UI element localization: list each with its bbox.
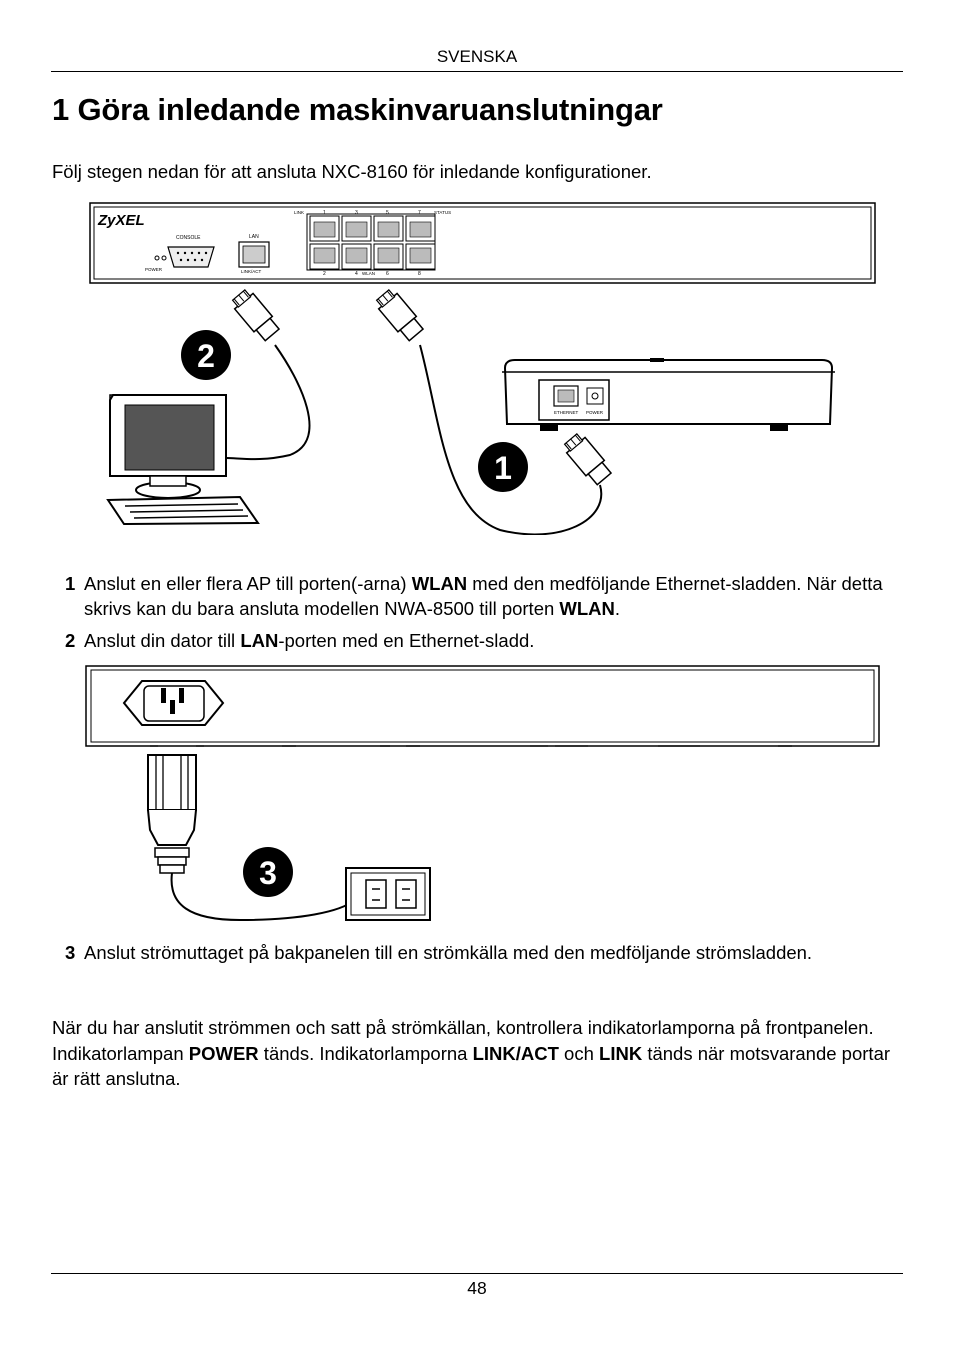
svg-text:8: 8: [418, 271, 421, 277]
switch-front-panel: ZyXEL CONSOLE POWER LAN LINK/ACT LINK ST…: [89, 202, 876, 284]
callout-2: 2: [181, 330, 231, 380]
step-number: 1: [65, 573, 76, 594]
page-title: 1 Göra inledande maskinvaruanslutningar: [52, 92, 663, 127]
switch-back-panel: [85, 665, 880, 747]
computer: [106, 394, 260, 526]
power-label: POWER: [145, 267, 163, 272]
step-number: 2: [65, 630, 76, 651]
step-text: Anslut strömuttaget på bakpanelen till e…: [84, 942, 813, 963]
wall-outlet: [345, 867, 431, 921]
svg-text:STATUS: STATUS: [434, 210, 451, 215]
svg-text:2: 2: [197, 338, 215, 374]
svg-text:POWER: POWER: [586, 410, 604, 415]
wlan-cable: [419, 344, 603, 535]
power-diagram: 3: [85, 665, 880, 922]
page-header-language: SVENSKA: [436, 47, 518, 66]
rj45-plug-wlan: [375, 289, 425, 342]
intro-text: Följ stegen nedan för att ansluta NXC-81…: [52, 161, 652, 182]
step-number: 3: [65, 942, 76, 963]
rj45-plug-lan: [231, 289, 281, 342]
svg-text:4: 4: [355, 271, 358, 277]
connection-diagram: ZyXEL CONSOLE POWER LAN LINK/ACT LINK ST…: [89, 202, 876, 535]
power-led: [154, 255, 160, 261]
power-cable: [170, 872, 356, 922]
console-port: [167, 246, 215, 268]
wlan-label: WLAN: [362, 271, 375, 276]
svg-text:ETHERNET: ETHERNET: [554, 410, 579, 415]
link-act-label: LINK/ACT: [241, 269, 262, 274]
callout-3: 3: [243, 847, 293, 897]
closing-paragraph: När du har anslutit strömmen och satt på…: [52, 1017, 891, 1089]
console-label: CONSOLE: [176, 235, 201, 241]
wlan-ports: [306, 213, 436, 271]
step-text: Anslut en eller flera AP till porten(-ar…: [84, 573, 883, 619]
page-number: 48: [467, 1278, 487, 1298]
svg-text:7: 7: [418, 210, 421, 216]
svg-text:3: 3: [355, 210, 358, 216]
header-rule: [51, 71, 903, 72]
brand-logo: ZyXEL: [97, 212, 145, 229]
svg-text:2: 2: [323, 271, 326, 277]
access-point: ETHERNET POWER: [502, 358, 835, 431]
svg-text:5: 5: [386, 210, 389, 216]
step-text: Anslut din dator till LAN-porten med en …: [84, 630, 535, 651]
callout-1: 1: [478, 442, 528, 492]
footer-rule: [51, 1273, 903, 1274]
svg-text:LINK: LINK: [294, 210, 304, 215]
svg-text:1: 1: [323, 210, 326, 216]
svg-text:3: 3: [259, 855, 277, 891]
rj45-plug-ap: [563, 433, 613, 486]
svg-text:1: 1: [494, 450, 512, 486]
lan-cable: [225, 344, 311, 461]
ap-power-jack: [586, 387, 604, 405]
svg-text:6: 6: [386, 271, 389, 277]
lan-label: LAN: [249, 234, 259, 240]
power-plug: [147, 754, 197, 874]
